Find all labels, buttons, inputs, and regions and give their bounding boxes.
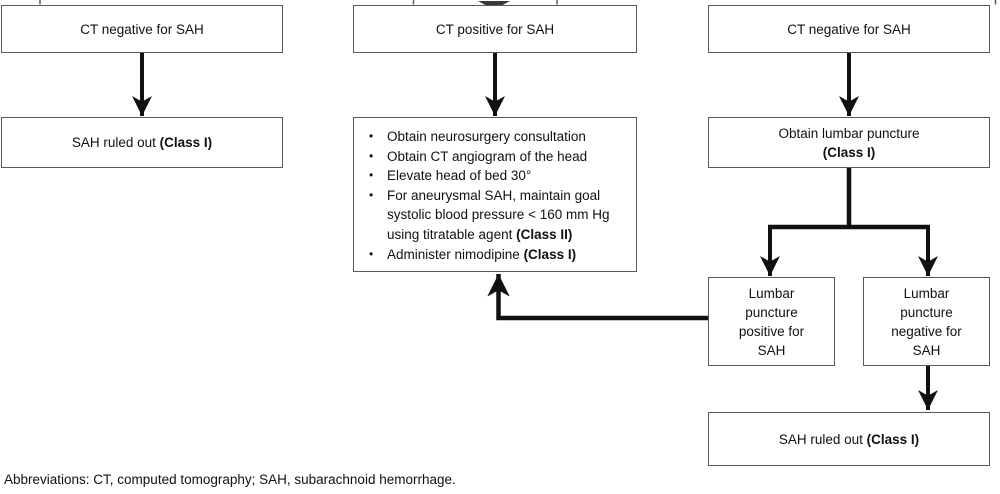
management-bullet-4: • For aneurysmal SAH, maintain goal syst… [366,186,618,245]
box-ct-positive-label: CT positive for SAH [435,21,555,37]
lp-positive-line: puncture [745,304,798,320]
bullet-text: Elevate head of bed 30° [387,168,532,184]
lp-positive-line: SAH [757,342,786,358]
box-ct-negative-right: CT negative for SAH [708,5,990,53]
box-sah-ruled-out-right-label: SAH ruled out (Class I) [779,430,919,449]
management-bullet-3: • Elevate head of bed 30° [366,166,531,186]
lumbar-puncture-line1: Obtain lumbar puncture [778,125,920,141]
lp-positive-line: positive for [738,323,805,339]
box-sah-ruled-out-left: SAH ruled out (Class I) [1,117,283,168]
lp-positive-line: Lumbar [748,285,795,301]
bullet-bold: (Class I) [519,246,577,262]
box-ct-negative-left: CT negative for SAH [1,5,283,53]
box-lp-positive: Lumbar puncture positive for SAH [708,277,835,366]
box-ct-negative-right-label: CT negative for SAH [787,21,911,37]
bullet-dot-icon: • [369,148,374,163]
lp-negative-line: SAH [912,342,941,358]
management-bullet-2: • Obtain CT angiogram of the head [366,147,587,167]
bullet-text: Obtain CT angiogram of the head [387,148,588,164]
label-bold: (Class I) [155,135,213,150]
branch-stem-and-bar [768,167,930,230]
management-bullet-5: • Administer nimodipine (Class I) [366,245,576,265]
lp-negative-line: Lumbar [903,285,950,301]
box-sah-ruled-out-left-label: SAH ruled out (Class I) [72,133,212,152]
lumbar-puncture-line2: (Class I) [822,144,876,160]
bullet-dot-icon: • [369,187,374,202]
bullet-text: Obtain neurosurgery consultation [387,129,586,144]
bullet-text: For aneurysmal SAH, maintain goal systol… [387,187,610,242]
label-bold: (Class I) [862,431,920,447]
box-ct-positive: CT positive for SAH [353,5,637,53]
bullet-dot-icon: • [369,246,374,261]
label-text: SAH ruled out [778,431,863,447]
management-bullet-1: • Obtain neurosurgery consultation [366,127,586,147]
box-management: • Obtain neurosurgery consultation • Obt… [353,117,637,272]
bullet-bold: (Class II) [512,226,573,242]
bullet-dot-icon: • [369,129,374,143]
clipped-arrowhead-remnant [478,1,510,6]
lp-negative-line: puncture [900,304,953,320]
arrow-lp-positive-to-management [487,274,708,321]
bullet-text: Administer nimodipine [387,246,520,262]
box-lp-negative: Lumbar puncture negative for SAH [863,277,990,366]
lp-negative-line: negative for [891,323,962,339]
box-lumbar-puncture: Obtain lumbar puncture (Class I) [708,117,990,168]
abbreviations-footnote: Abbreviations: CT, computed tomography; … [4,472,456,487]
top-edge-remnants [39,0,997,6]
label-text: SAH ruled out [71,135,156,150]
box-sah-ruled-out-right: SAH ruled out (Class I) [708,412,990,466]
box-ct-negative-left-label: CT negative for SAH [80,21,204,37]
bullet-dot-icon: • [369,168,374,183]
